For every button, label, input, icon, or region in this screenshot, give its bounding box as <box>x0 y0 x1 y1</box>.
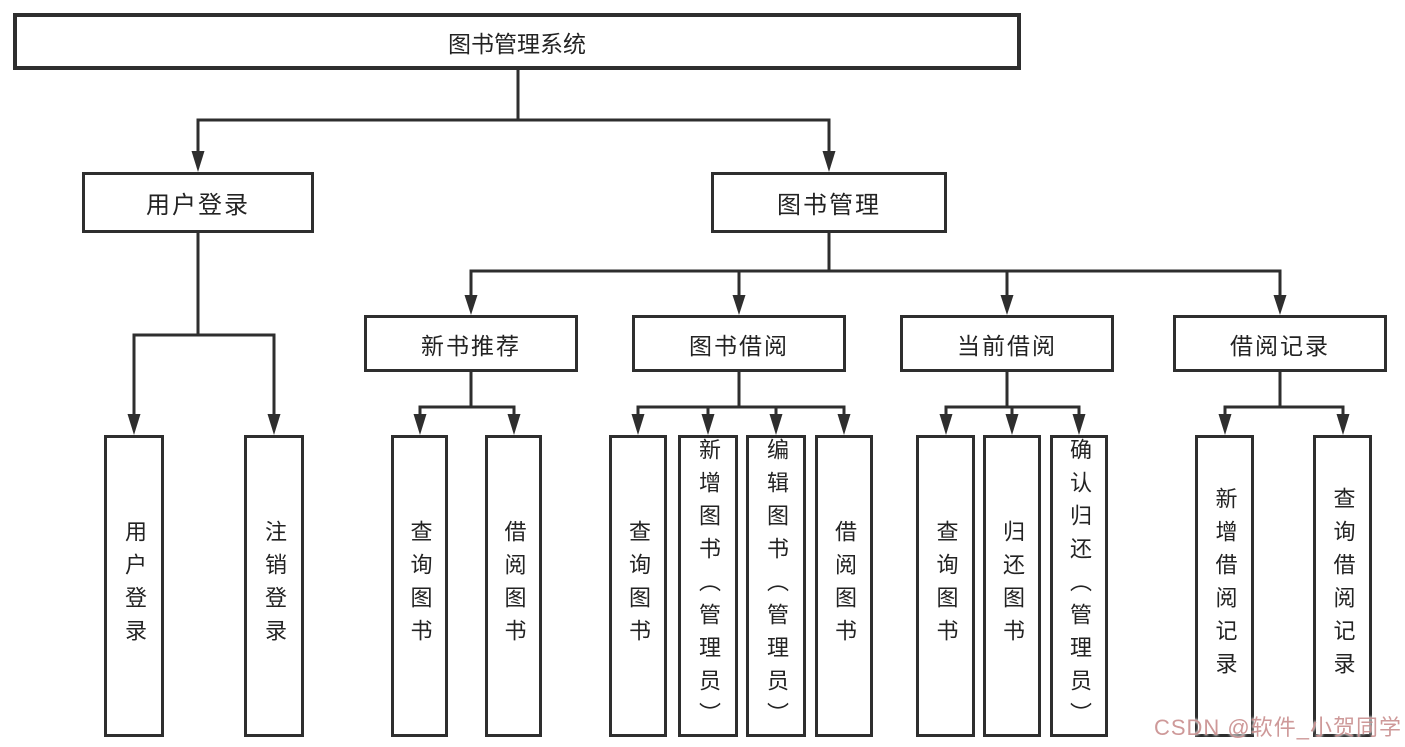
leaf-user-login: 用户登录 <box>104 435 164 737</box>
leaf-borrow-books: 借阅图书 <box>815 435 873 737</box>
leaf-confirm-return-admin: 确认归还（管理员） <box>1050 435 1108 737</box>
csdn-watermark: CSDN @软件_小贺同学 <box>1153 715 1402 740</box>
node-label: 图书管理 <box>777 192 881 219</box>
node-label: 用户登录 <box>146 192 250 219</box>
leaf-add-borrow-record: 新增借阅记录 <box>1195 435 1254 737</box>
node-book-management: 图书管理 <box>711 172 947 233</box>
leaf-query-books: 查询图书 <box>916 435 975 737</box>
leaf-logout: 注销登录 <box>244 435 304 737</box>
leaf-query-borrow-record: 查询借阅记录 <box>1313 435 1372 737</box>
leaf-borrow-books: 借阅图书 <box>485 435 542 737</box>
node-library-management-system: 图书管理系统 <box>13 13 1021 70</box>
node-label: 查询图书 <box>626 520 651 652</box>
node-label: 图书借阅 <box>689 332 789 359</box>
node-book-borrowing: 图书借阅 <box>632 315 846 372</box>
leaf-edit-book-admin: 编辑图书（管理员） <box>746 435 806 737</box>
node-user-login: 用户登录 <box>82 172 314 233</box>
leaf-query-books: 查询图书 <box>391 435 448 737</box>
leaf-add-book-admin: 新增图书（管理员） <box>678 435 738 737</box>
node-label: 确认归还（管理员） <box>1067 437 1092 735</box>
node-label: 借阅图书 <box>501 520 527 652</box>
node-new-book-recommendation: 新书推荐 <box>364 315 578 372</box>
leaf-query-books: 查询图书 <box>609 435 667 737</box>
node-label: 查询借阅记录 <box>1330 487 1356 685</box>
node-label: 新增图书（管理员） <box>696 437 721 735</box>
node-label: 新书推荐 <box>421 332 521 359</box>
leaf-return-books: 归还图书 <box>983 435 1041 737</box>
node-borrowing-records: 借阅记录 <box>1173 315 1387 372</box>
node-label: 当前借阅 <box>957 332 1057 359</box>
node-label: 图书管理系统 <box>448 30 586 57</box>
node-label: 查询图书 <box>933 520 959 652</box>
node-label: 用户登录 <box>122 520 147 652</box>
node-label: 新增借阅记录 <box>1212 487 1238 685</box>
node-label: 注销登录 <box>262 520 287 652</box>
node-label: 查询图书 <box>407 520 433 652</box>
node-label: 借阅记录 <box>1230 332 1330 359</box>
node-label: 归还图书 <box>1000 520 1025 652</box>
node-current-borrowing: 当前借阅 <box>900 315 1114 372</box>
node-label: 借阅图书 <box>832 520 857 652</box>
node-label: 编辑图书（管理员） <box>764 437 789 735</box>
